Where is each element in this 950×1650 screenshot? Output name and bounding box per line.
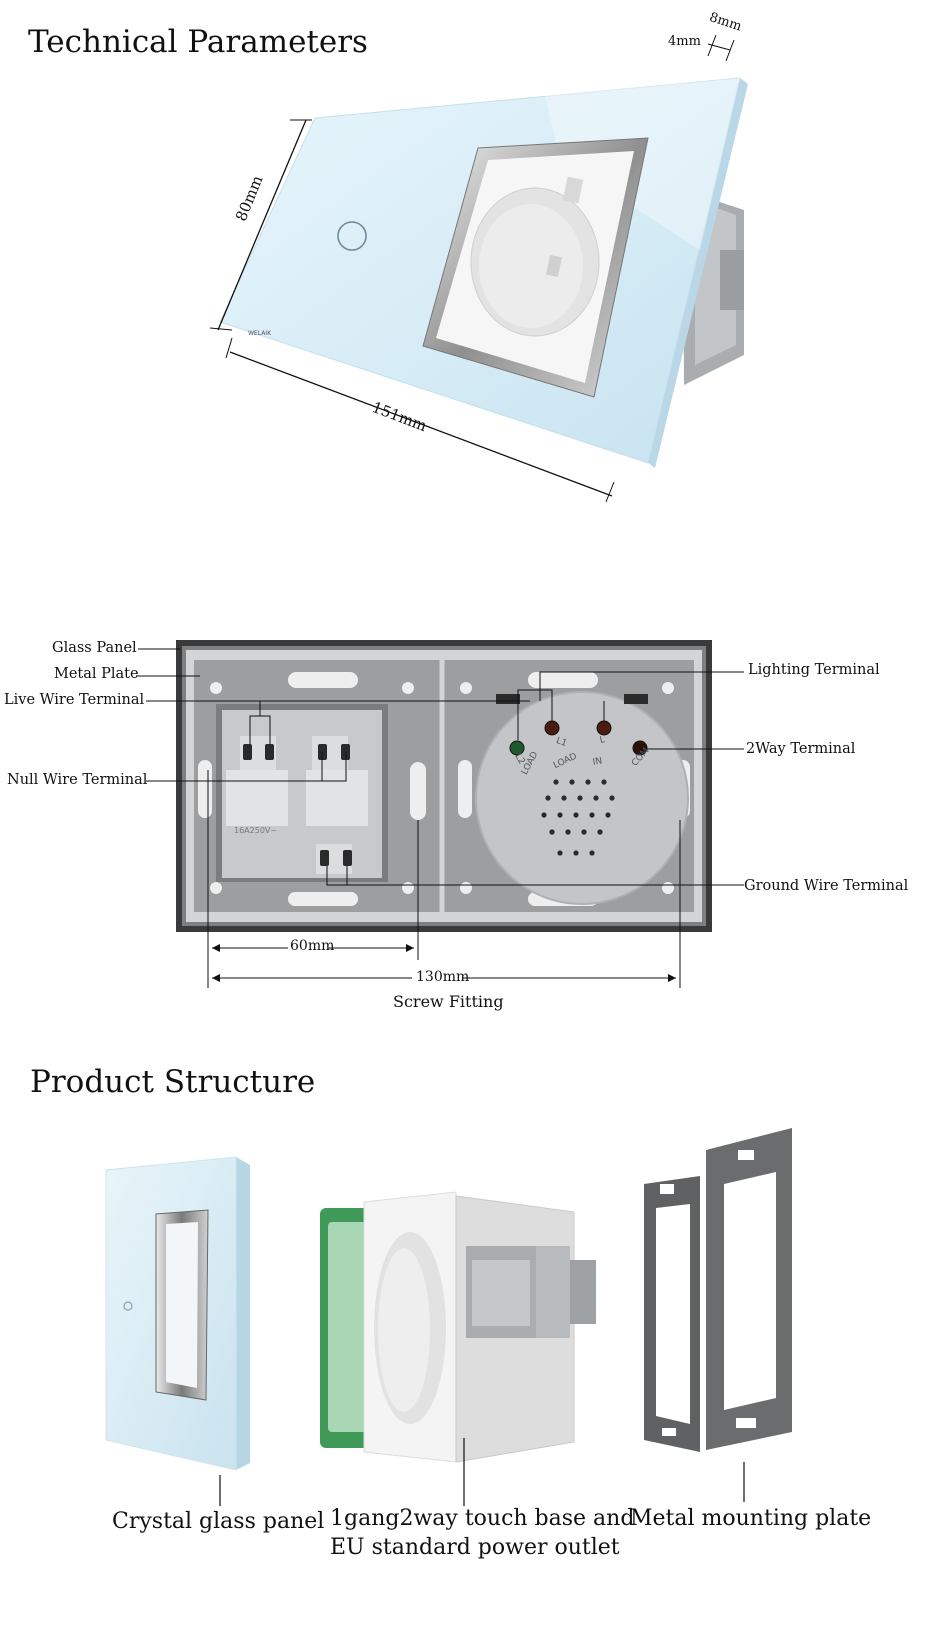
label-ground-wire-terminal: Ground Wire Terminal xyxy=(744,878,909,894)
label-glass-panel: Glass Panel xyxy=(52,640,137,656)
dim-130mm: 130mm xyxy=(416,969,470,985)
terminal-diagram xyxy=(136,640,744,988)
terminal-sub-l: IN xyxy=(592,756,603,768)
touch-ring-icon xyxy=(337,221,367,251)
metal-mounting-plate-image xyxy=(644,1128,792,1452)
technical-parameters-title: Technical Parameters xyxy=(28,24,368,60)
touch-base-and-outlet-image xyxy=(320,1191,596,1463)
dim-60mm: 60mm xyxy=(290,938,335,954)
label-lighting-terminal: Lighting Terminal xyxy=(748,662,880,678)
crystal-glass-panel-image xyxy=(105,1156,250,1471)
product-structure-illustration xyxy=(105,1128,792,1506)
socket-rating-mark: 16A250V~ xyxy=(234,826,278,835)
caption-metal-mounting-plate: Metal mounting plate xyxy=(630,1506,872,1531)
label-2way-terminal: 2Way Terminal xyxy=(746,741,856,757)
caption-touch-base-line1: 1gang2way touch base and xyxy=(330,1506,635,1531)
caption-crystal-glass-panel: Crystal glass panel xyxy=(112,1509,325,1534)
screw-fitting-label: Screw Fitting xyxy=(393,992,504,1011)
label-null-wire-terminal: Null Wire Terminal xyxy=(7,772,148,788)
label-live-wire-terminal: Live Wire Terminal xyxy=(4,692,145,708)
label-metal-plate: Metal Plate xyxy=(54,666,139,682)
touch-switch-module xyxy=(475,691,689,905)
product-structure-title: Product Structure xyxy=(30,1064,316,1100)
brand-logo: WELAIK xyxy=(248,330,272,337)
technical-parameters-illustration xyxy=(209,34,748,503)
dim-depth-4mm: 4mm xyxy=(668,34,701,49)
socket-module xyxy=(216,704,388,882)
caption-touch-base-line2: EU standard power outlet xyxy=(330,1535,620,1560)
